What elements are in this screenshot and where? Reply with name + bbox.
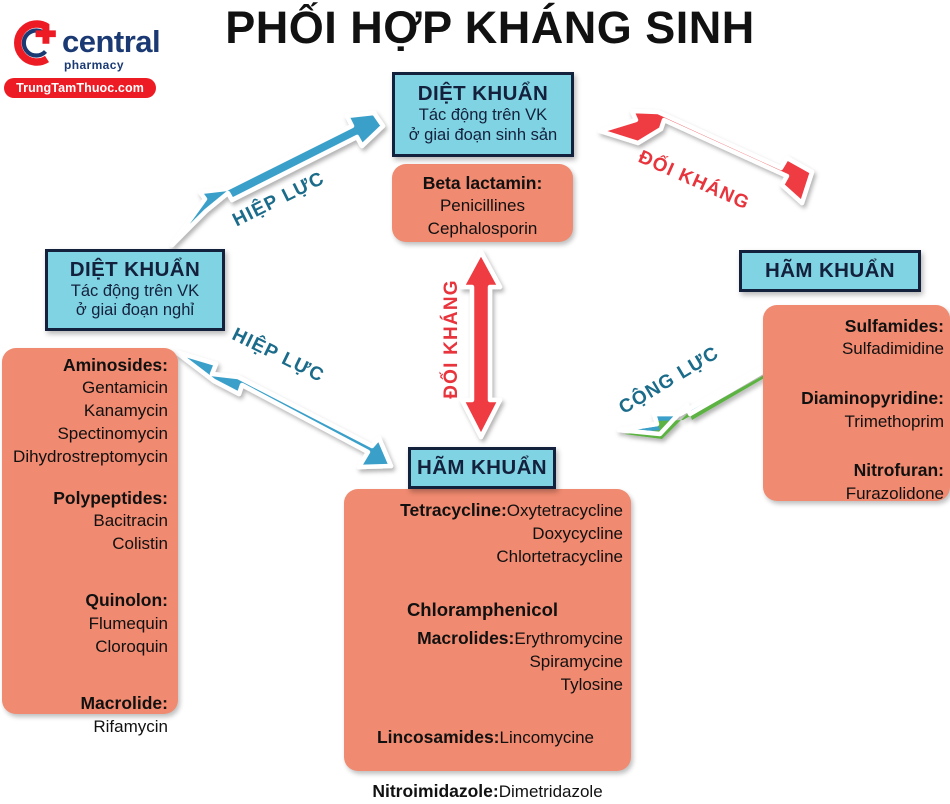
drug-class-label: Quinolon: [85,590,168,611]
logo-tagline: pharmacy [64,58,124,72]
drug-group: Polypeptides: Bacitracin Colistin [8,487,168,556]
drug-group: Lincosamides:Lincomycine [352,726,623,750]
drug-member: Dihydrostreptomycin [13,446,168,466]
drug-member-inline: Dimetridazole [498,782,603,802]
node-top-line1: Tác động trên VK [418,106,548,125]
node-left-header-box[interactable]: DIỆT KHUẨN Tác động trên VK ở giai đoạn … [45,249,225,331]
logo-site-text: TrungTamThuoc.com [16,81,144,95]
page-title: PHỐI HỢP KHÁNG SINH [225,2,755,53]
drug-class-label: Lincosamides: [376,727,500,748]
node-left-drug-box[interactable]: Aminosides: Gentamicin Kanamycin Spectin… [2,348,178,736]
drug-group: Nitroimidazole:Dimetridazole [352,780,623,804]
relation-label-center: ĐỐI KHÁNG [440,279,462,399]
drug-member-inline: Erythromycine [514,629,623,649]
node-right-drug-box[interactable]: Sulfamides: Sulfadimidine Diaminopyridin… [763,305,950,503]
node-left-line1: Tác động trên VK [70,281,200,300]
drug-member: Cephalosporin [427,219,538,239]
drug-class-label: Diaminopyridine: [801,388,944,409]
arrow-center-antagonism [459,249,503,440]
drug-group: Tetracycline:Oxytetracycline Doxycycline… [352,499,623,568]
drug-member: Rifamycin [93,716,168,736]
drug-member: Spectinomycin [57,423,168,443]
drug-member-inline: Oxytetracycline [506,501,623,520]
relation-label-top-left: HIỆP LỰC [229,167,329,232]
drug-class-label: Nitrofuran: [853,460,944,481]
node-bottom-drug-box[interactable]: Tetracycline:Oxytetracycline Doxycycline… [344,489,631,801]
drug-member-inline: Lincomycine [499,728,595,748]
logo-wordmark: central [62,24,161,59]
drug-group: Macrolide: Rifamycin [8,692,168,738]
drug-group: Macrolides:Erythromycine Spiramycine Tyl… [352,627,623,696]
node-top-line2: ở giai đoạn sinh sản [408,125,558,144]
node-bottom-title: HÃM KHUẨN [416,455,547,479]
drug-member: Penicillines [439,196,526,216]
drug-class-label: Aminosides: [62,355,168,375]
node-bottom-header-box[interactable]: HÃM KHUẨN [408,447,556,489]
node-top-drug-box[interactable]: Beta lactamin: Penicillines Cephalospori… [392,164,573,242]
node-top-header-box[interactable]: DIỆT KHUẨN Tác động trên VK ở giai đoạn … [392,72,574,157]
relation-label-bottom-right: CỘNG LỰC [615,342,724,419]
drug-member: Chlortetracycline [496,546,623,566]
drug-member: Kanamycin [83,401,168,421]
drug-group: Quinolon: Flumequin Cloroquin [8,589,168,658]
drug-member: Trimethoprim [844,411,945,431]
node-right-title: HÃM KHUẨN [764,258,895,282]
drug-class-label: Chloramphenicol [406,599,559,621]
node-left-title: DIỆT KHUẨN [69,257,201,281]
node-left-line2: ở giai đoạn nghỉ [75,301,195,320]
drug-class-label: Polypeptides: [53,487,168,508]
drug-class-label: Sulfamides: [844,316,944,336]
arrow-top-left-synergy [169,110,386,248]
brand-logo: central pharmacy TrungTamThuoc.com [4,16,164,100]
drug-member: Doxycycline [532,523,623,543]
drug-group: Aminosides: Gentamicin Kanamycin Spectin… [8,354,168,469]
relation-label-bottom-left: HIỆP LỰC [228,324,328,387]
logo-site-ribbon: TrungTamThuoc.com [4,78,156,98]
relation-label-top-right: ĐỐI KHÁNG [635,146,753,215]
drug-member: Furazolidone [845,483,944,503]
drug-member: Cloroquin [95,636,168,656]
drug-group: Beta lactamin: Penicillines Cephalospori… [404,172,561,241]
drug-member: Bacitracin [93,510,168,530]
drug-member: Spiramycine [529,651,623,671]
drug-class-label: Macrolides: [417,628,515,649]
drug-class-label: Macrolide: [80,693,168,714]
drug-member: Flumequin [88,613,168,633]
drug-class-label: Tetracycline: [400,500,507,520]
node-top-title: DIỆT KHUẨN [417,82,549,106]
drug-group: Sulfamides: Sulfadimidine [771,315,944,361]
drug-member: Tylosine [560,674,623,694]
central-pharmacy-c-plus-icon [6,18,60,68]
drug-class-label: Beta lactamin: [422,173,543,193]
node-right-header-box[interactable]: HÃM KHUẨN [739,250,921,292]
drug-group: Diaminopyridine: Trimethoprim [771,387,944,433]
drug-class-label: Nitroimidazole: [372,781,499,802]
drug-member: Colistin [112,533,168,553]
drug-member: Gentamicin [82,378,168,398]
drug-member: Sulfadimidine [841,339,944,359]
drug-group: Chloramphenicol [352,598,623,623]
drug-group: Nitrofuran: Furazolidone [771,459,944,505]
